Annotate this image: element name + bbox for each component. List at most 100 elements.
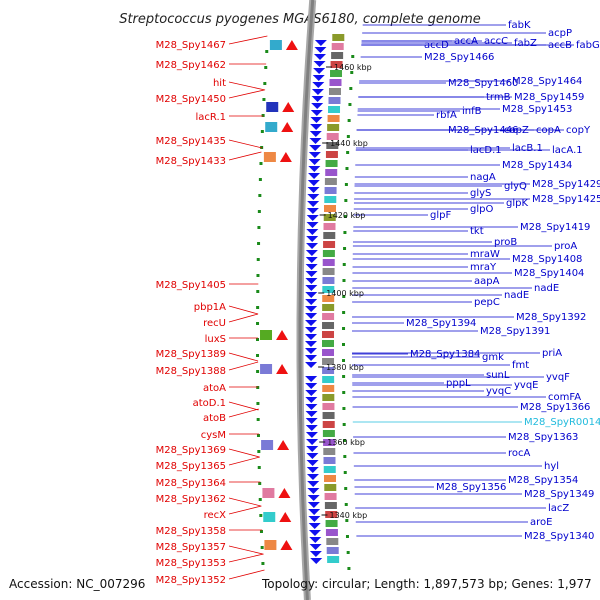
left-label-leader xyxy=(228,448,260,458)
left-label-leader xyxy=(228,139,263,149)
right-gene-label: priA xyxy=(542,348,562,359)
right-gene-label: M28_Spy1429 xyxy=(532,179,600,190)
gene-block xyxy=(322,268,335,275)
right-gene-label: nadE xyxy=(534,283,559,294)
left-label-leader xyxy=(228,569,265,580)
gene-arrow xyxy=(285,40,298,50)
track-marker xyxy=(256,370,260,373)
gene-block xyxy=(265,122,278,132)
right-gene-label: M28_Spy1408 xyxy=(512,254,582,265)
right-gene-label: M28_SpyR0014 xyxy=(524,417,600,428)
left-gene-label: recU xyxy=(203,318,226,329)
gene-block xyxy=(322,367,335,374)
track-marker xyxy=(262,98,266,101)
right-gene-label: mraW xyxy=(470,249,500,260)
right-gene-label: fabK xyxy=(508,20,531,31)
track-marker xyxy=(342,407,346,410)
left-label-leader xyxy=(228,89,265,99)
gene-arrow xyxy=(306,222,319,228)
gene-block xyxy=(269,40,282,50)
gene-arrow xyxy=(306,208,319,214)
left-gene-label: M28_Spy1435 xyxy=(156,136,226,147)
gene-block xyxy=(325,520,338,527)
gene-arrow xyxy=(305,257,318,263)
left-gene-label: lacR.1 xyxy=(195,112,226,123)
right-gene-label: infB xyxy=(462,106,482,117)
right-gene-label: yvqF xyxy=(546,372,570,383)
gene-arrow xyxy=(311,96,324,102)
gene-arrow xyxy=(305,404,318,410)
right-gene-label: M28_Spy1392 xyxy=(516,312,586,323)
right-gene-label: M28_Spy1453 xyxy=(502,104,572,115)
track-marker xyxy=(347,119,351,122)
right-gene-label: M28_Spy1363 xyxy=(508,432,578,443)
accession-text: Accession: NC_007296 xyxy=(9,577,145,591)
gene-arrow xyxy=(276,364,289,374)
right-gene-label: rbfA xyxy=(436,110,457,121)
gene-arrow xyxy=(308,152,321,158)
gene-block xyxy=(331,52,344,59)
gene-arrow xyxy=(305,250,318,256)
gene-arrow xyxy=(306,467,319,473)
gene-block xyxy=(261,440,274,450)
gene-block xyxy=(323,439,336,446)
genome-title: Streptococcus pyogenes MGAS6180, complet… xyxy=(119,12,481,27)
track-marker xyxy=(344,487,348,490)
gene-arrow xyxy=(305,334,318,340)
right-gene-label: aapA xyxy=(474,276,500,287)
track-marker xyxy=(256,434,260,437)
left-label-leader xyxy=(228,553,264,563)
gene-block xyxy=(322,277,335,284)
right-gene-label: glyS xyxy=(470,188,491,199)
track-marker xyxy=(347,567,351,570)
gene-block xyxy=(325,151,338,158)
gene-arrow xyxy=(310,117,323,123)
right-gene-label: fabZ xyxy=(514,38,537,49)
gene-arrow xyxy=(308,173,321,179)
right-gene-label: yvqE xyxy=(514,380,539,391)
gene-arrow xyxy=(307,187,320,193)
gene-block xyxy=(324,493,337,500)
right-gene-label: fmt xyxy=(512,360,529,371)
right-gene-label: pepC xyxy=(474,297,500,308)
gene-arrow xyxy=(305,348,318,354)
left-gene-labels: M28_Spy1467M28_Spy1462hitM28_Spy1450lacR… xyxy=(156,35,268,586)
right-gene-label: M28_Spy1466 xyxy=(424,52,494,63)
left-gene-label: atoA xyxy=(203,383,226,394)
gene-arrow xyxy=(310,110,323,116)
track-marker xyxy=(256,418,260,421)
gene-block xyxy=(327,556,340,563)
right-gene-label: copZ xyxy=(504,125,529,136)
track-marker xyxy=(258,482,262,485)
track-marker xyxy=(257,226,261,229)
right-gene-label: M28_Spy1354 xyxy=(508,475,578,486)
track-marker xyxy=(342,279,346,282)
left-gene-label: M28_Spy1369 xyxy=(156,445,226,456)
track-marker xyxy=(345,519,349,522)
gene-arrow xyxy=(305,327,318,333)
gene-arrow xyxy=(305,264,318,270)
gene-block xyxy=(328,106,341,113)
track-marker xyxy=(344,503,348,506)
gene-arrow xyxy=(276,330,289,340)
gene-block xyxy=(324,178,337,185)
gene-arrow xyxy=(306,243,319,249)
track-marker xyxy=(257,450,261,453)
gene-block xyxy=(324,205,337,212)
gene-arrow xyxy=(308,509,321,515)
track-marker xyxy=(343,215,347,218)
gene-block xyxy=(264,540,277,550)
left-gene-label: M28_Spy1389 xyxy=(156,349,226,360)
right-gene-label: copA xyxy=(536,125,561,136)
gene-block xyxy=(323,466,336,473)
gene-block xyxy=(324,187,337,194)
gene-block xyxy=(328,97,341,104)
gene-block xyxy=(331,43,344,50)
gene-block xyxy=(322,412,335,419)
right-gene-label: M28_Spy1425 xyxy=(532,194,600,205)
tick-label: 1340 kbp xyxy=(329,511,367,520)
right-gene-label: M28_Spy1434 xyxy=(502,160,572,171)
right-gene-label: M28_Spy1464 xyxy=(512,76,582,87)
right-gene-label: proA xyxy=(554,241,577,252)
